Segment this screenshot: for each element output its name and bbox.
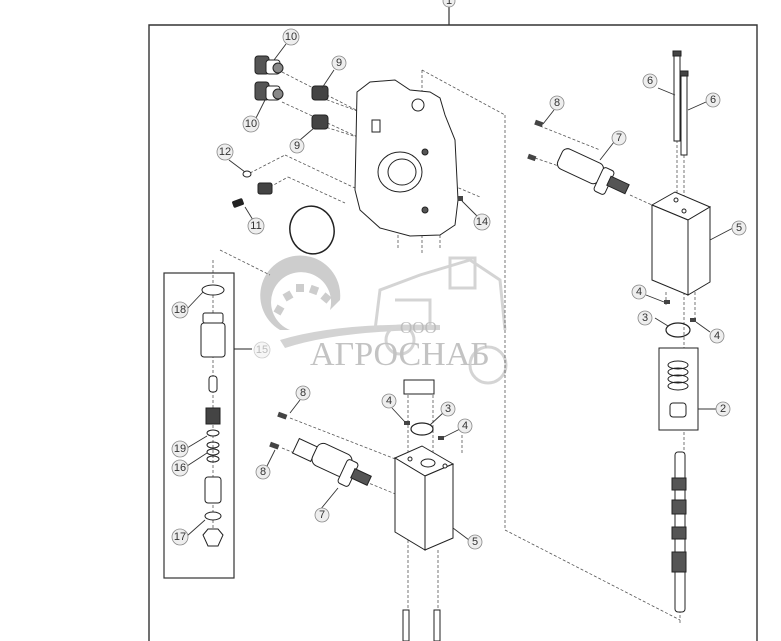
solenoid-7-lower (291, 437, 372, 487)
svg-text:10: 10 (285, 31, 297, 43)
callout-4-lower-right: 4 (457, 418, 473, 434)
leader-lines (185, 43, 734, 541)
svg-text:9: 9 (336, 57, 342, 69)
o-ring-12 (242, 170, 252, 178)
svg-text:8: 8 (300, 387, 306, 399)
o-ring-large (289, 205, 335, 255)
callout-4-upper-right: 4 (709, 328, 725, 344)
svg-text:7: 7 (616, 132, 622, 144)
screw-8-top (527, 119, 544, 162)
svg-text:7: 7 (319, 509, 325, 521)
svg-text:10: 10 (245, 118, 257, 130)
callout-14: 14 (473, 213, 491, 231)
callout-5-top: 5 (731, 220, 747, 236)
svg-text:16: 16 (174, 462, 186, 474)
fitting-10-top (254, 55, 284, 75)
screw-14 (458, 196, 463, 201)
callout-9-bottom: 9 (289, 138, 305, 154)
svg-text:17: 17 (174, 531, 186, 543)
callout-4-lower-left: 4 (381, 393, 397, 409)
svg-text:4: 4 (714, 330, 720, 342)
svg-text:18: 18 (174, 304, 186, 316)
callout-2: 2 (715, 401, 731, 417)
fitting-10-bottom (254, 81, 284, 101)
callout-16: 16 (171, 459, 189, 477)
callout-11: 11 (247, 217, 265, 235)
svg-text:6: 6 (647, 75, 653, 87)
callout-3-right: 3 (637, 310, 653, 326)
relief-valve-kit-15 (163, 272, 252, 579)
callout-18: 18 (171, 301, 189, 319)
screw-8-lower (269, 411, 288, 450)
svg-text:3: 3 (642, 312, 648, 324)
spool (671, 451, 687, 613)
plug-9-top (311, 85, 329, 101)
svg-text:4: 4 (386, 395, 392, 407)
watermark-brand: АГРОСНАБ (310, 336, 490, 373)
seal-3-lower (403, 379, 444, 440)
callout-17: 17 (171, 528, 189, 546)
svg-text:19: 19 (174, 443, 186, 455)
callout-1: 1 (446, 0, 452, 7)
callout-4-upper-left: 4 (631, 284, 647, 300)
callout-9-top: 9 (331, 55, 347, 71)
callout-8-lower-top: 8 (295, 385, 311, 401)
seal-3-right (664, 300, 696, 338)
callout-19: 19 (171, 440, 189, 458)
callout-6-left: 6 (642, 73, 658, 89)
check-valve-11 (232, 182, 273, 208)
end-block-5-top (650, 191, 712, 296)
bolts-lower (402, 609, 441, 641)
svg-text:14: 14 (476, 216, 488, 228)
bolt-6-right (679, 70, 689, 156)
end-block-5-lower (393, 445, 455, 551)
callout-7-lower: 7 (314, 507, 330, 523)
svg-text:2: 2 (720, 403, 726, 415)
bolt-6-left (672, 50, 682, 142)
callout-6-right: 6 (705, 92, 721, 108)
svg-text:4: 4 (636, 286, 642, 298)
svg-text:11: 11 (250, 220, 261, 232)
callout-10-bottom: 10 (242, 115, 260, 133)
callout-8-lower-bottom: 8 (255, 464, 271, 480)
callout-15: 15 (253, 341, 271, 359)
callout-7-top: 7 (611, 130, 627, 146)
svg-text:8: 8 (554, 97, 560, 109)
svg-text:12: 12 (219, 146, 231, 158)
valve-section-body (354, 79, 459, 237)
plug-9-bottom (311, 114, 329, 130)
svg-text:15: 15 (256, 344, 268, 356)
callout-5-lower: 5 (467, 534, 483, 550)
callout-8-top: 8 (549, 95, 565, 111)
svg-text:5: 5 (472, 536, 478, 548)
assembly-frame: 1 (148, 0, 758, 641)
agrosnab-watermark: ООО АГРОСНАБ (260, 255, 508, 385)
svg-text:9: 9 (294, 140, 300, 152)
callout-3-lower: 3 (440, 401, 456, 417)
callout-bubbles: 10 10 9 9 12 11 14 8 7 6 6 5 4 3 4 2 18 … (171, 28, 747, 550)
callout-12: 12 (216, 143, 234, 161)
solenoid-7-top (556, 148, 630, 195)
callout-10-top: 10 (282, 28, 300, 46)
watermark-prefix: ООО (400, 318, 437, 337)
spring-kit-2 (658, 347, 699, 431)
svg-text:4: 4 (462, 420, 468, 432)
svg-text:5: 5 (736, 222, 742, 234)
svg-text:8: 8 (260, 466, 266, 478)
svg-text:6: 6 (710, 94, 716, 106)
svg-text:3: 3 (445, 403, 451, 415)
